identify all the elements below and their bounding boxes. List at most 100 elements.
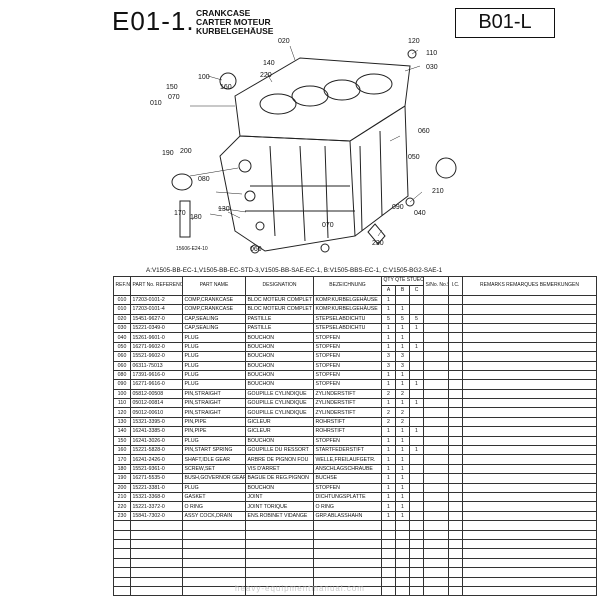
callout-140: 140 <box>263 60 275 67</box>
plug-top-right <box>407 49 417 59</box>
sno-cell <box>423 482 449 494</box>
ref-cell: 100 <box>113 388 131 400</box>
bezeichnung-cell: O RING <box>313 501 382 512</box>
ic-cell <box>448 520 463 531</box>
part-name-cell: PIN,PIPE <box>182 416 246 428</box>
bezeichnung-cell: STOPFEN <box>313 332 382 343</box>
bezeichnung-cell <box>313 538 382 550</box>
bush-governor <box>171 173 193 191</box>
qty-b-cell: 1 <box>395 491 410 503</box>
part-no-cell: 15321-3395-0 <box>130 416 183 428</box>
part-name-cell: ASSY COCK,DRAIN <box>182 510 246 522</box>
qty-b-cell: 1 <box>395 332 410 343</box>
ref-cell: 030 <box>113 322 131 334</box>
designation-cell: BOUCHON <box>245 435 314 447</box>
part-no-cell: 06311-75013 <box>130 360 183 371</box>
qty-b-cell: 1 <box>395 445 410 456</box>
qty-a-cell: 1 <box>381 454 396 465</box>
remarks-cell <box>462 520 597 531</box>
header-bezeichnung: BEZEICHNUNG <box>313 276 382 296</box>
part-name-cell <box>182 520 246 531</box>
remarks-cell <box>462 491 597 503</box>
ic-cell <box>448 482 463 494</box>
qty-c-cell: 5 <box>409 313 424 324</box>
qty-a-cell <box>381 520 396 531</box>
ref-cell: 040 <box>113 332 131 343</box>
remarks-cell <box>462 407 597 418</box>
qty-a-cell: 3 <box>381 351 396 362</box>
part-name-cell <box>182 548 246 559</box>
ref-cell <box>113 567 131 578</box>
bezeichnung-cell: GRP.ABLASSHAHN <box>313 510 382 522</box>
qty-b-cell: 1 <box>395 322 410 334</box>
ic-cell <box>448 548 463 559</box>
bezeichnung-cell <box>313 548 382 559</box>
qty-a-cell <box>381 529 396 540</box>
table-row <box>113 567 597 578</box>
designation-cell: BAGUE DE REG.PIGNON <box>245 473 314 484</box>
qty-c-cell <box>409 548 424 559</box>
cylinder-bore-3 <box>323 79 361 101</box>
part-no-cell: 16241-3026-0 <box>130 435 183 447</box>
remarks-cell <box>462 445 597 456</box>
ref-cell: 080 <box>113 369 131 381</box>
designation-cell: GOUPILLE CYLINDIQUE <box>245 388 314 400</box>
designation-cell <box>245 557 314 569</box>
bezeichnung-cell: STOPFEN <box>313 369 382 381</box>
qty-c-cell <box>409 416 424 428</box>
qty-a-cell: 1 <box>381 473 396 484</box>
ref-cell: 210 <box>113 491 131 503</box>
model-applicability-line: A:V1505-BB-EC-1,V1505-BB-EC-STD-3,V1505-… <box>146 267 443 274</box>
part-name-cell: PIN,STRAIGHT <box>182 398 246 409</box>
ref-cell: 170 <box>113 454 131 465</box>
qty-c-cell <box>409 351 424 362</box>
designation-cell: BOUCHON <box>245 482 314 494</box>
qty-a-cell: 1 <box>381 463 396 475</box>
bezeichnung-cell: STOPFEN <box>313 435 382 447</box>
ic-cell <box>448 313 463 324</box>
qty-b-cell: 1 <box>395 398 410 409</box>
qty-b-cell: 3 <box>395 360 410 371</box>
sno-cell <box>423 416 449 428</box>
part-name-cell <box>182 567 246 578</box>
qty-b-cell <box>395 557 410 569</box>
bezeichnung-cell: STOPFEN <box>313 341 382 353</box>
ref-cell: 230 <box>113 510 131 522</box>
remarks-cell <box>462 294 597 306</box>
designation-cell: BOUCHON <box>245 369 314 381</box>
callout-030: 030 <box>426 64 438 71</box>
part-no-cell <box>130 557 183 569</box>
bezeichnung-cell: ZYLINDERSTIFT <box>313 398 382 409</box>
callout-210: 210 <box>432 188 444 195</box>
qty-b-cell: 2 <box>395 407 410 418</box>
qty-a-cell: 1 <box>381 510 396 522</box>
callout-130: 130 <box>218 206 230 213</box>
remarks-cell <box>462 454 597 465</box>
designation-cell <box>245 520 314 531</box>
designation-cell: VIS D'ARRET <box>245 463 314 475</box>
ref-cell <box>113 548 131 559</box>
bezeichnung-cell: ANSCHLAGSCHRAUBE <box>313 463 382 475</box>
table-header-row: REF.No. POS.No. BILD-Nr. PART No. REFERE… <box>113 275 597 296</box>
bezeichnung-cell <box>313 567 382 578</box>
qty-c-cell <box>409 388 424 400</box>
designation-cell: PASTILLE <box>245 313 314 324</box>
remarks-cell <box>462 313 597 324</box>
ref-cell: 220 <box>113 501 131 512</box>
designation-cell: BLOC MOTEUR COMPLET <box>245 304 314 315</box>
title-en: CRANKCASE <box>196 8 251 18</box>
table-row <box>113 538 597 550</box>
qty-b-cell <box>395 548 410 559</box>
part-name-cell: SCREW,SET <box>182 463 246 475</box>
qty-b-cell <box>395 538 410 550</box>
qty-b-cell <box>395 520 410 531</box>
qty-a-cell: 1 <box>381 445 396 456</box>
qty-b-cell: 2 <box>395 416 410 428</box>
sno-cell <box>423 510 449 522</box>
part-no-cell: 15841-7302-0 <box>130 510 183 522</box>
qty-b-cell: 1 <box>395 463 410 475</box>
